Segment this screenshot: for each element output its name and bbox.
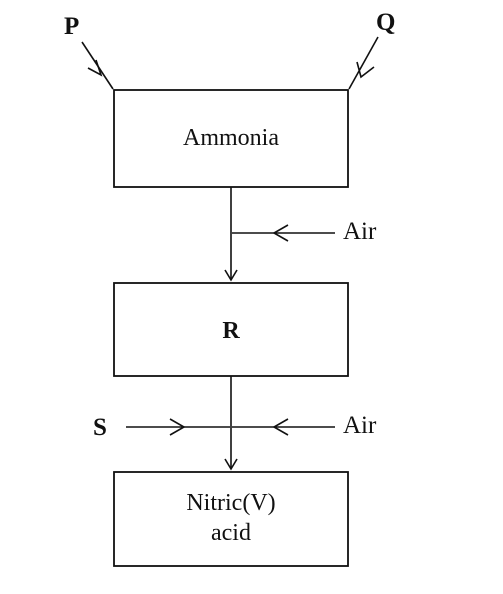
p-arrowhead <box>87 59 103 77</box>
nitric-acid-label: Nitric(V) acid <box>114 488 348 548</box>
lower-air-arrowhead <box>272 418 289 436</box>
lower-air-label: Air <box>343 412 377 439</box>
q-arrowhead <box>356 61 375 79</box>
upper-air-arrowhead <box>272 224 289 242</box>
p-label: P <box>64 13 80 40</box>
nitric-acid-box <box>113 471 349 567</box>
ammonia-label: Ammonia <box>183 125 279 151</box>
s-arrowhead <box>169 418 186 436</box>
r-label: R <box>222 318 240 344</box>
upper-air-label: Air <box>343 218 377 245</box>
nitric-acid-line2: acid <box>211 520 251 546</box>
nitric-acid-line1: Nitric(V) <box>186 490 276 516</box>
s-label: S <box>93 414 107 441</box>
q-input-arrow <box>348 36 379 90</box>
q-label: Q <box>376 9 396 36</box>
